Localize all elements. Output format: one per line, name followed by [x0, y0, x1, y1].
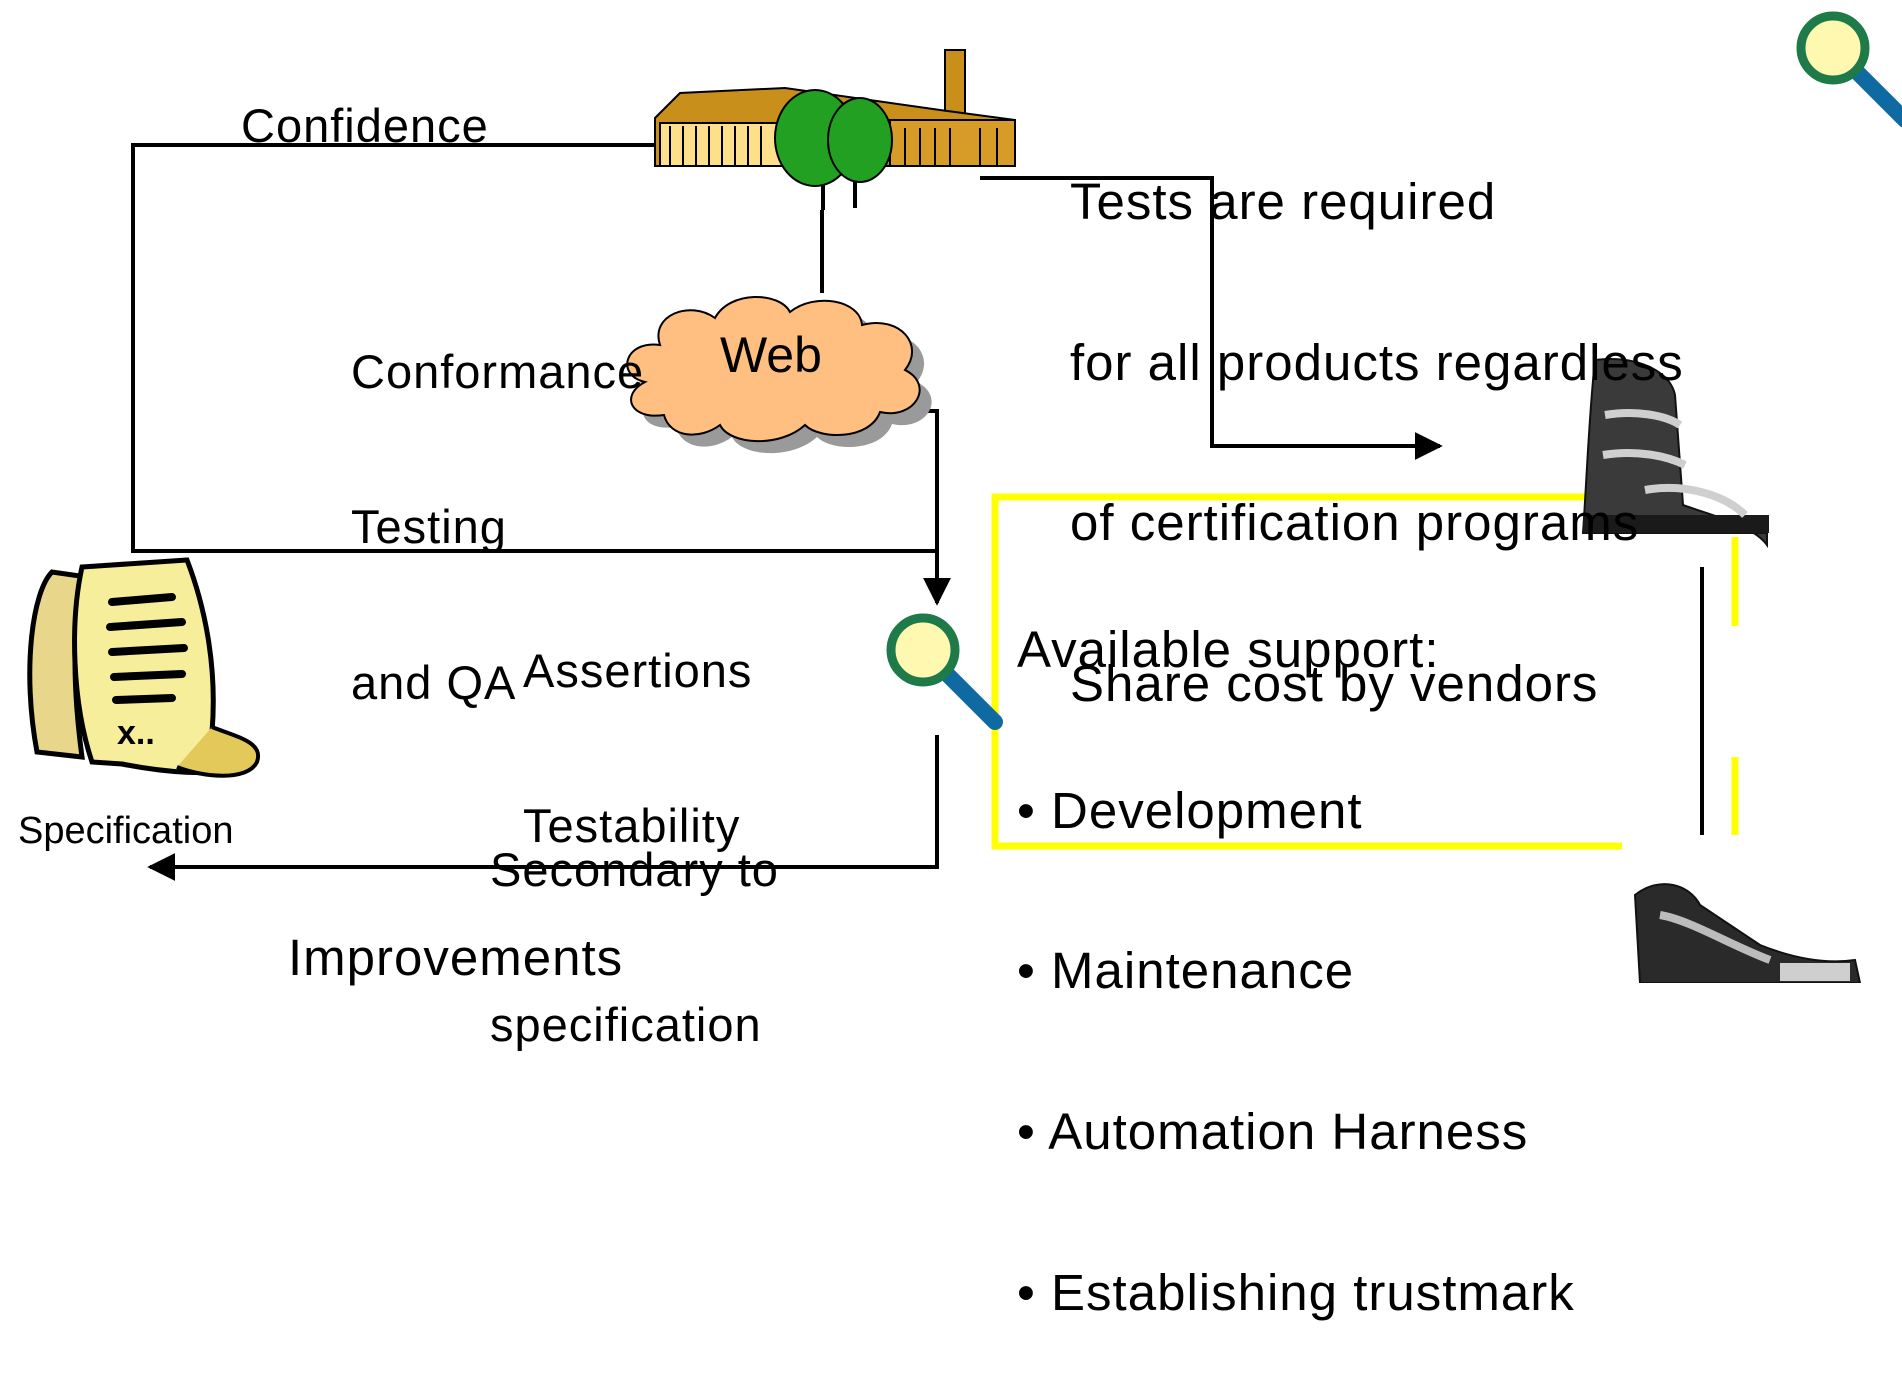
support-item-label: Establishing trustmark — [1051, 1263, 1575, 1321]
support-item-label: Automation Harness — [1048, 1103, 1529, 1161]
confidence-label: Confidence — [241, 99, 489, 152]
assertions-line-1: Assertions — [523, 644, 753, 698]
building-to-boot-line — [980, 176, 1443, 460]
available-support-content: Available support: • Development • Maint… — [1017, 516, 1575, 1373]
document-scroll-icon: x.. — [27, 557, 261, 778]
ski-boot-icon — [1581, 358, 1769, 549]
support-item-trustmark: • Establishing trustmark — [1017, 1263, 1575, 1321]
factory-building-icon — [654, 49, 1016, 210]
available-support-title: Available support: — [1017, 621, 1440, 679]
support-item-label: Development — [1051, 781, 1363, 839]
support-item-development: • Development — [1017, 781, 1363, 839]
secondary-line-1: Secondary to — [490, 843, 779, 897]
connector-lines — [131, 143, 1704, 881]
assertions-line-2: Testability — [523, 799, 741, 853]
web-label: Web — [720, 327, 822, 383]
magnifier-icon — [886, 613, 1003, 730]
diagram-canvas: x.. — [27, 11, 1902, 983]
support-item-label: Maintenance — [1051, 942, 1355, 1000]
tests-required-label: Tests are required for all products rega… — [1070, 68, 1684, 764]
assertions-label: Assertions Testability — [523, 542, 752, 904]
ski-binding-icon — [1633, 883, 1862, 983]
secondary-line-2: specification — [490, 998, 762, 1052]
confidence-loop-line — [131, 143, 935, 553]
web-to-lens-line — [910, 409, 951, 606]
tests-required-line-3: of certification programs — [1070, 494, 1640, 552]
conformance-line-1: Conformance — [351, 345, 645, 399]
svg-text:x..: x.. — [117, 714, 155, 752]
cloud-icon — [626, 296, 932, 454]
conformance-line-2: Testing — [351, 500, 507, 554]
lens-to-spec-line — [147, 735, 939, 881]
support-item-maintenance: • Maintenance — [1017, 942, 1355, 1000]
specification-label: Specification — [18, 810, 234, 852]
tests-required-line-1: Tests are required — [1070, 173, 1497, 231]
tests-required-line-2: for all products regardless — [1070, 333, 1684, 391]
tests-required-line-4: Share cost by vendors — [1070, 655, 1599, 713]
improvements-label: Improvements — [288, 929, 624, 986]
conformance-line-3: and QA — [351, 655, 517, 709]
available-support-box — [991, 493, 1739, 850]
support-item-automation: • Automation Harness — [1017, 1103, 1529, 1161]
conformance-testing-label: Conformance Testing and QA — [351, 243, 644, 760]
secondary-label: Secondary to specification — [490, 741, 779, 1103]
magnifier-icon — [1796, 11, 1902, 128]
